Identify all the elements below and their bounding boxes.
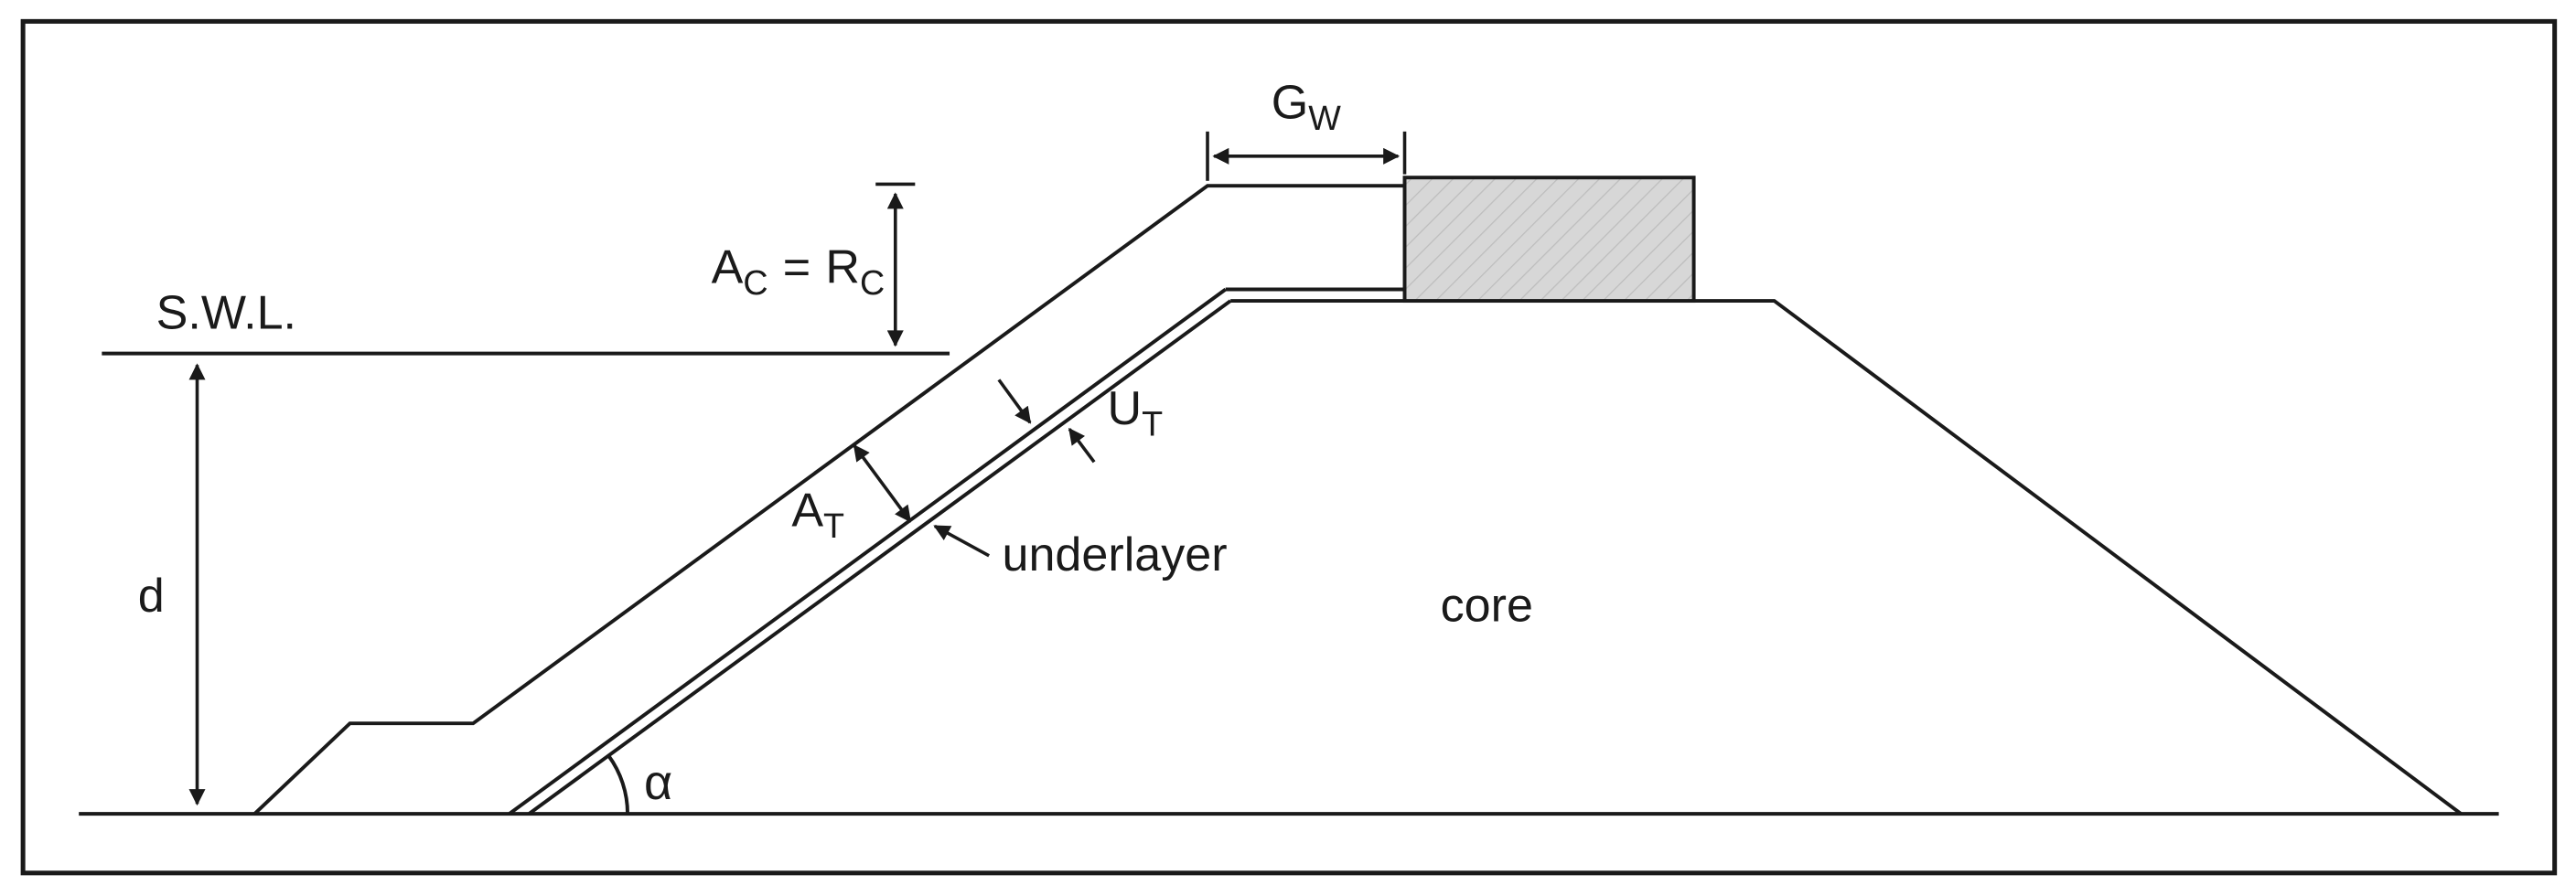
underlayer-leader-arrow [933, 524, 991, 558]
freeboard-label-r-sub: C [860, 263, 885, 302]
armour-thickness-label-main: A [791, 484, 823, 537]
armour-outer-profile [253, 184, 1405, 816]
crest-width-label-sub: W [1308, 99, 1341, 137]
slope-angle-label: α [644, 755, 672, 810]
core-label: core [1441, 580, 1533, 633]
underlayer-thickness-label-sub: T [1142, 404, 1163, 443]
freeboard-label-equals: = [783, 240, 810, 293]
figure-frame [20, 18, 2558, 876]
armour-thickness-label-sub: T [823, 507, 844, 545]
armour-thickness-arrow [853, 443, 912, 523]
freeboard-label-r: R [825, 240, 860, 293]
crest-width-label: GW [1272, 76, 1341, 137]
underlayer-thickness-arrow-upper [997, 379, 1032, 424]
swl-label: S.W.L. [156, 287, 296, 340]
freeboard-label: AC=RC [712, 240, 886, 302]
underlayer-outer-line [508, 287, 1227, 816]
underlayer-thickness-label-main: U [1107, 382, 1142, 435]
underlayer-label: underlayer [1003, 528, 1228, 581]
crown-wall [1402, 176, 1696, 304]
underlayer-thickness-arrow-lower [1068, 427, 1096, 464]
crest-width-label-main: G [1272, 76, 1309, 129]
underlayer-inner-line [528, 299, 1232, 816]
slope-angle-arc [606, 754, 630, 815]
depth-label: d [138, 570, 165, 623]
freeboard-label-a: A [712, 240, 744, 293]
armour-thickness-label: AT [791, 484, 844, 545]
freeboard-label-a-sub: C [743, 263, 767, 302]
underlayer-thickness-label: UT [1107, 382, 1163, 443]
